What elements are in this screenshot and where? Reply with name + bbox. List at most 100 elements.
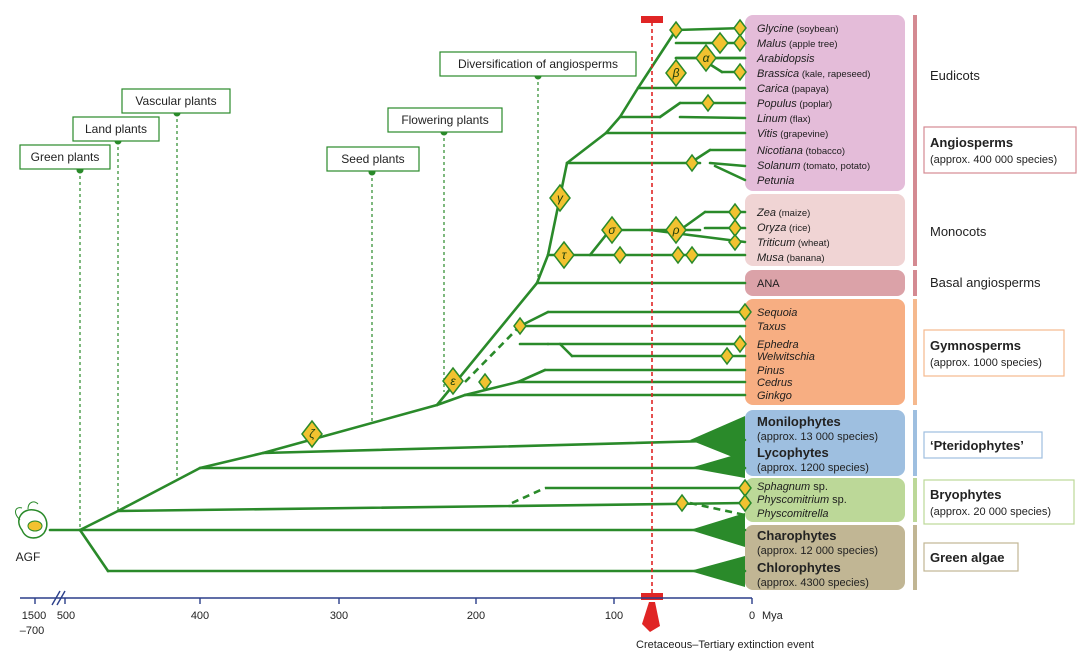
taxon-welwitschia: Welwitschia: [757, 351, 815, 363]
axis-unit: Mya: [762, 610, 784, 622]
tick-1500: 1500: [22, 610, 46, 622]
tick-200: 200: [467, 610, 485, 622]
taxon-monilophytes: Monilophytes: [757, 414, 841, 429]
tick-400: 400: [191, 610, 209, 622]
taxon-vitis: Vitis (grapevine): [757, 128, 828, 140]
charophytes-wedge: [690, 513, 745, 547]
time-axis: 1500 –700 500 400 300 200 100 0 Mya: [20, 590, 784, 637]
group-gymnosperms: Gymnosperms: [930, 338, 1021, 353]
small-diamond-sigma-left: [513, 316, 527, 336]
tick-0: 0: [749, 610, 755, 622]
diversification-label: Diversification of angiosperms: [458, 57, 618, 71]
taxon-lycophytes: Lycophytes: [757, 445, 829, 460]
taxon-ephedra: Ephedra: [757, 339, 799, 351]
taxon-malus: Malus (apple tree): [757, 38, 838, 50]
ana-box: [745, 270, 905, 296]
bryo-bracket: [913, 478, 917, 522]
dashed-branches: [464, 325, 746, 517]
green-algae-taxa: Charophytes (approx. 12 000 species) Chl…: [757, 528, 878, 589]
gymno-bracket: [913, 299, 917, 405]
pterido-bracket: [913, 410, 917, 476]
group-green-algae: Green algae: [930, 550, 1004, 565]
eudicots-box: [745, 15, 905, 191]
taxon-ana: ANA: [757, 278, 780, 290]
bryophytes-label-box: [923, 479, 1075, 525]
rho-diamond: ρ: [665, 215, 687, 245]
charophytes-count: (approx. 12 000 species): [757, 545, 878, 557]
gymnosperm-taxa: Sequoia Taxus Ephedra Welwitschia Pinus …: [757, 307, 815, 402]
chlorophytes-wedge: [690, 556, 745, 587]
bryophytes-count: (approx. 20 000 species): [930, 506, 1051, 518]
taxon-taxus: Taxus: [757, 321, 786, 333]
tick-500: 500: [57, 610, 75, 622]
monocot-taxa: Zea (maize) Oryza (rice) Triticum (wheat…: [756, 207, 830, 264]
bryophyte-taxa: Sphagnum sp. Physcomitrium sp. Physcomit…: [757, 481, 847, 520]
taxon-triticum: Triticum (wheat): [757, 237, 830, 249]
taxon-glycine: Glycine (soybean): [757, 23, 839, 35]
green-algae-box: [745, 525, 905, 590]
group-eudicots: Eudicots: [930, 68, 980, 83]
taxon-physcomitrium: Physcomitrium sp.: [757, 494, 847, 506]
svg-text:β: β: [672, 66, 680, 80]
vascular-plants-label: Vascular plants: [135, 94, 216, 108]
green-plants-label: Green plants: [31, 150, 100, 164]
monilophytes-count: (approx. 13 000 species): [757, 431, 878, 443]
extinction-marker: [641, 16, 663, 632]
tick-100: 100: [605, 610, 623, 622]
taxon-petunia: Petunia: [757, 175, 794, 187]
agf-cell-icon: [15, 501, 48, 539]
svg-text:γ: γ: [557, 191, 564, 205]
clade-wedges: [690, 416, 745, 587]
tree-branches: [48, 26, 747, 573]
svg-text:σ: σ: [608, 223, 616, 237]
taxon-zea: Zea (maize): [756, 207, 810, 219]
extinction-label: Cretaceous–Tertiary extinction event: [636, 639, 814, 651]
svg-text:ζ: ζ: [309, 427, 316, 441]
taxon-carica: Carica (papaya): [757, 83, 829, 95]
labeled-diamonds: α β γ τ σ ρ ε ζ: [301, 31, 729, 449]
gymnosperms-label-box: [923, 329, 1065, 377]
taxon-physcomitrella: Physcomitrella: [757, 508, 829, 520]
taxon-pinus: Pinus: [757, 365, 785, 377]
alpha-diamond: α: [695, 43, 717, 73]
wgd-diamonds: [478, 18, 752, 513]
taxon-solanum: Solanum (tomato, potato): [757, 160, 870, 172]
callout-boxes: Green plants Land plants Vascular plants…: [19, 51, 637, 172]
taxon-chlorophytes: Chlorophytes: [757, 560, 841, 575]
angiosperms-box: [923, 126, 1077, 174]
tick-700: –700: [20, 625, 44, 637]
taxon-arabidopsis: Arabidopsis: [756, 53, 815, 65]
taxon-sphagnum: Sphagnum sp.: [757, 481, 828, 493]
monilophytes-wedge: [690, 416, 745, 462]
group-pteridophytes: ‘Pteridophytes’: [930, 438, 1024, 453]
green-algae-label-box: [923, 542, 1019, 572]
epsilon-diamond: ε: [442, 366, 464, 396]
land-plants-label: Land plants: [85, 122, 147, 136]
group-basal: Basal angiosperms: [930, 275, 1041, 290]
sigma-diamond: σ: [601, 215, 623, 245]
clade-boxes: [745, 15, 905, 590]
taxon-linum: Linum (flax): [757, 113, 811, 125]
callout-leaders: [79, 76, 539, 530]
svg-text:τ: τ: [562, 248, 568, 262]
eudicot-taxa: Glycine (soybean) Malus (apple tree) Ara…: [756, 23, 870, 187]
pteridophytes-label-box: [923, 431, 1043, 459]
taxon-charophytes: Charophytes: [757, 528, 836, 543]
algae-bracket: [913, 525, 917, 590]
agf-label: AGF: [16, 550, 41, 564]
pteridophyte-taxa: Monilophytes (approx. 13 000 species) Ly…: [757, 414, 878, 474]
group-angiosperms: Angiosperms: [930, 135, 1013, 150]
pteridophytes-box: [745, 410, 905, 476]
gymnosperms-box: [745, 299, 905, 405]
alpha2-diamond: [711, 31, 729, 55]
taxon-ginkgo: Ginkgo: [757, 390, 792, 402]
group-bryophytes: Bryophytes: [930, 487, 1002, 502]
zeta-diamond: ζ: [301, 419, 323, 449]
svg-text:ε: ε: [450, 374, 456, 388]
group-brackets: [913, 15, 917, 590]
taxon-musa: Musa (banana): [757, 252, 825, 264]
lycophytes-wedge: [690, 452, 745, 478]
group-labels: Eudicots Angiosperms (approx. 400 000 sp…: [923, 68, 1077, 572]
